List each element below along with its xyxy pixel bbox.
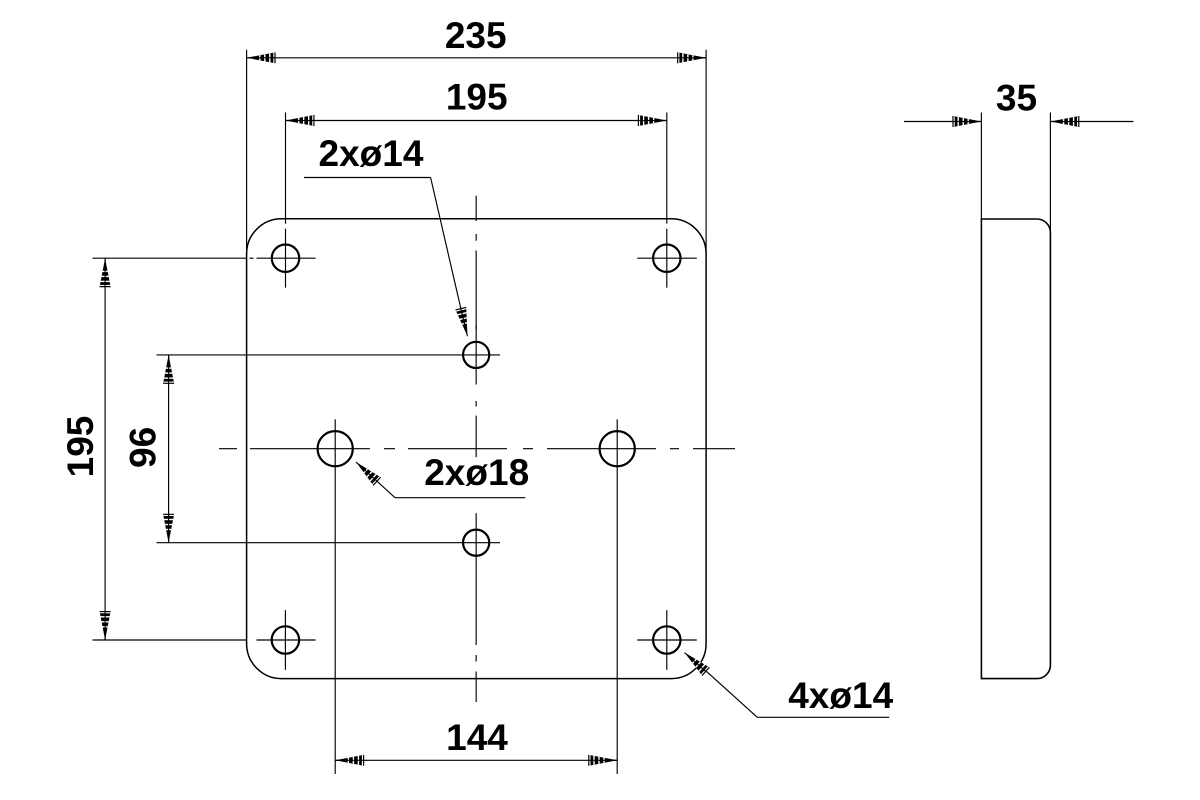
svg-text:35: 35 bbox=[996, 78, 1037, 119]
svg-text:4xø14: 4xø14 bbox=[788, 675, 893, 716]
svg-text:195: 195 bbox=[60, 416, 101, 478]
svg-text:144: 144 bbox=[446, 717, 508, 758]
svg-text:2xø18: 2xø18 bbox=[424, 452, 529, 493]
svg-text:2xø14: 2xø14 bbox=[319, 133, 424, 174]
svg-text:96: 96 bbox=[123, 427, 164, 468]
svg-text:195: 195 bbox=[446, 77, 508, 118]
svg-text:235: 235 bbox=[445, 15, 507, 56]
